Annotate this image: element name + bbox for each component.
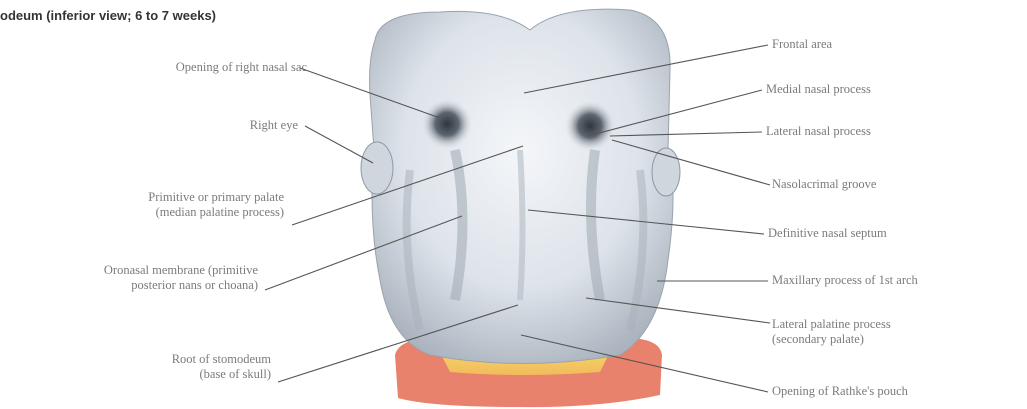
label-root-stomodeum: Root of stomodeum (base of skull): [71, 352, 271, 382]
right-eye-bulge: [361, 142, 393, 194]
label-oronasal-membrane-line2: posterior nans or choana): [0, 278, 258, 293]
label-root-stomodeum-line2: (base of skull): [71, 367, 271, 382]
label-medial-nasal-process: Medial nasal process: [766, 82, 871, 97]
label-definitive-nasal-septum: Definitive nasal septum: [768, 226, 887, 241]
label-lateral-palatine-process-line1: Lateral palatine process: [772, 317, 1012, 332]
label-oronasal-membrane-line1: Oronasal membrane (primitive: [0, 263, 258, 278]
label-opening-rathke-pouch: Opening of Rathke's pouch: [772, 384, 908, 399]
label-primitive-palate-line2: (median palatine process): [54, 205, 284, 220]
label-primitive-palate: Primitive or primary palate (median pala…: [54, 190, 284, 220]
label-opening-right-nasal-sac: Opening of right nasal sac: [176, 60, 307, 75]
right-nasal-pit: [421, 98, 473, 150]
label-lateral-palatine-process-line2: (secondary palate): [772, 332, 1012, 347]
label-frontal-area: Frontal area: [772, 37, 832, 52]
label-right-eye: Right eye: [250, 118, 298, 133]
label-root-stomodeum-line1: Root of stomodeum: [71, 352, 271, 367]
label-lateral-nasal-process: Lateral nasal process: [766, 124, 871, 139]
label-maxillary-process: Maxillary process of 1st arch: [772, 273, 918, 288]
left-nasal-pit: [564, 100, 616, 152]
label-oronasal-membrane: Oronasal membrane (primitive posterior n…: [0, 263, 258, 293]
label-lateral-palatine-process: Lateral palatine process (secondary pala…: [772, 317, 1012, 347]
figure-title: odeum (inferior view; 6 to 7 weeks): [0, 8, 216, 23]
label-primitive-palate-line1: Primitive or primary palate: [54, 190, 284, 205]
label-nasolacrimal-groove: Nasolacrimal groove: [772, 177, 876, 192]
